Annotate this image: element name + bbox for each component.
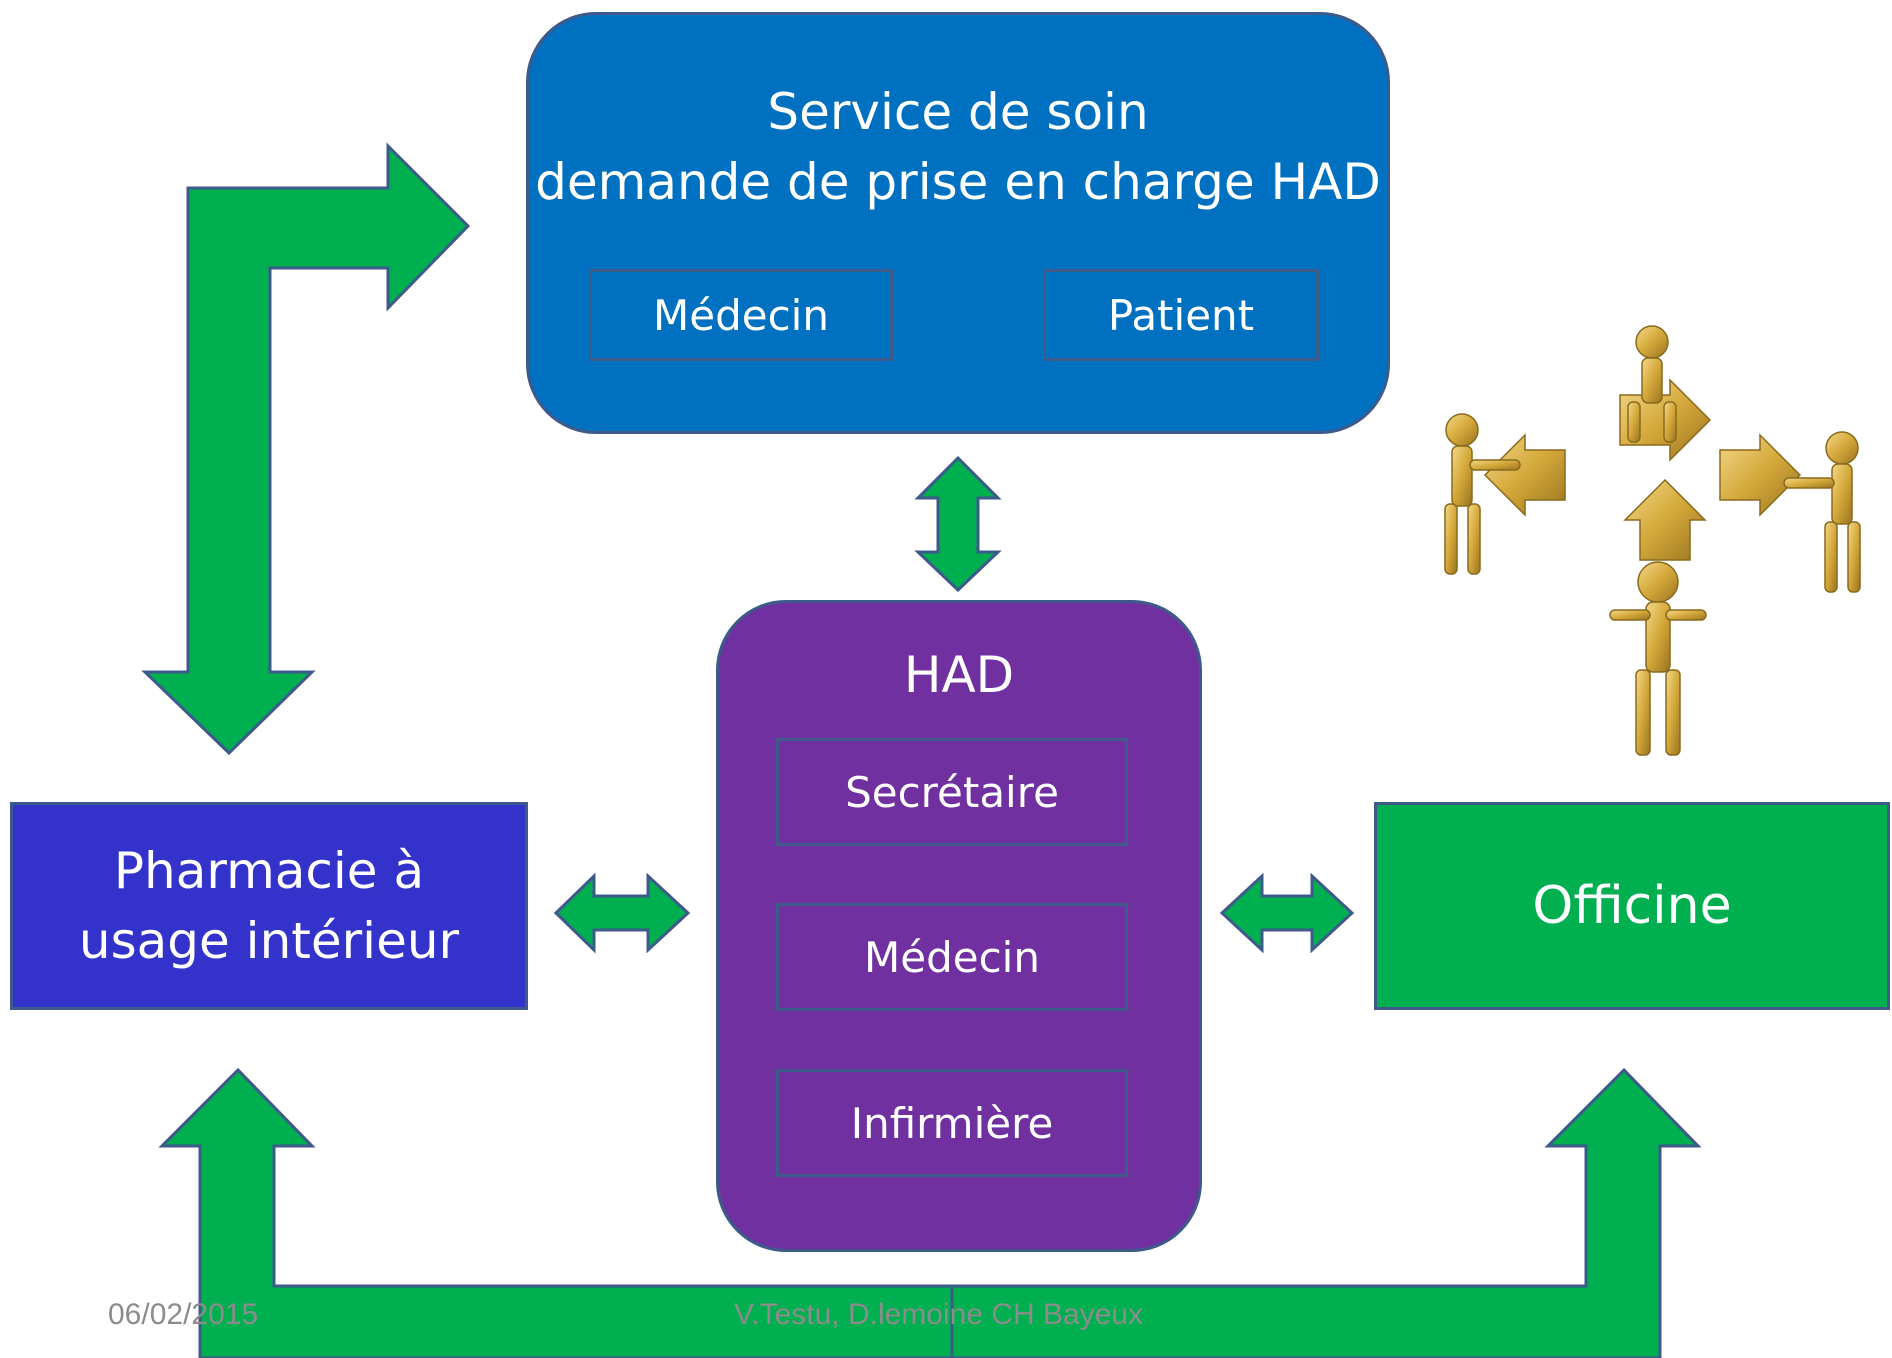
- had-medecin-box: Médecin: [776, 903, 1128, 1011]
- service-patient-box: Patient: [1043, 269, 1319, 361]
- had-title: HAD: [903, 646, 1015, 704]
- arrow-pharmacie-service: [141, 142, 471, 756]
- service-title: Service de soin demande de prise en char…: [535, 83, 1381, 211]
- service-de-soin-box: Service de soin demande de prise en char…: [526, 12, 1390, 434]
- officine-box: Officine: [1374, 802, 1890, 1010]
- pharmacie-box: Pharmacie à usage intérieur: [10, 802, 528, 1010]
- had-infirmiere-box: Infirmière: [776, 1069, 1128, 1177]
- teamwork-figures-icon: [1444, 325, 1861, 756]
- footer-authors: V.Testu, D.lemoine CH Bayeux: [734, 1298, 1144, 1331]
- footer-date: 06/02/2015: [108, 1298, 259, 1331]
- arrow-service-had: [914, 455, 1002, 593]
- had-box: HAD Secrétaire Médecin Infirmière: [716, 600, 1202, 1252]
- service-medecin-box: Médecin: [589, 269, 893, 361]
- arrow-had-officine: [1219, 872, 1355, 954]
- had-secretaire-box: Secrétaire: [776, 738, 1128, 846]
- arrow-pharmacie-had: [553, 872, 691, 954]
- arrow-pharmacie-officine: [158, 1067, 1702, 1358]
